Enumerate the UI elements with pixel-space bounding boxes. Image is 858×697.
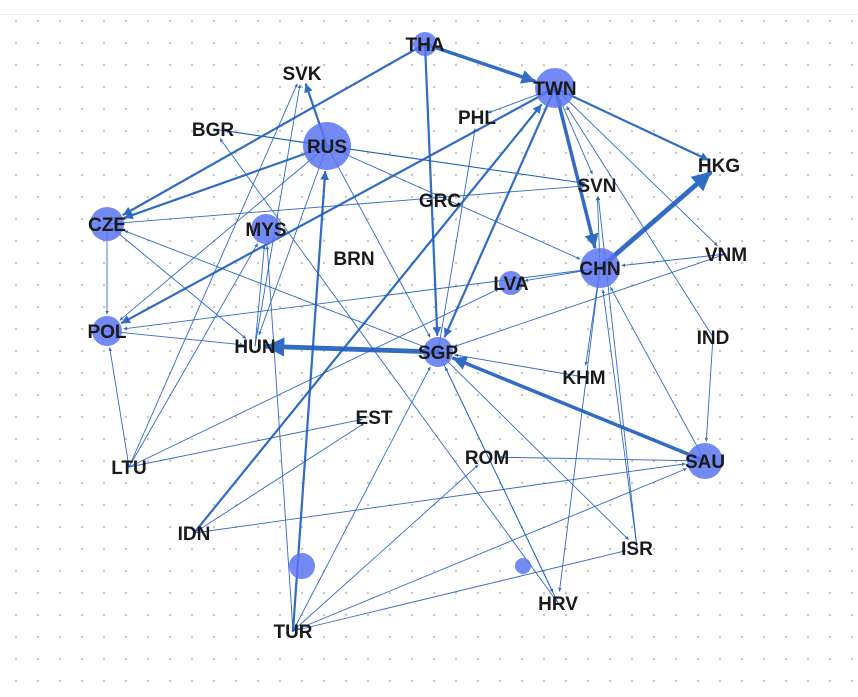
edge-twn-sgp — [443, 86, 557, 338]
edge-idn-est — [193, 423, 365, 534]
node-sgp-label: SGP — [418, 343, 458, 364]
edge-vnm-chn — [621, 253, 727, 268]
edge-rus-sgp — [326, 145, 431, 338]
node-hun-label: HUN — [234, 337, 275, 358]
edge-idn-sau — [193, 462, 686, 534]
node-cze-label: CZE — [88, 215, 126, 236]
node-pol-circle[interactable] — [92, 316, 122, 346]
edge-vnm-sgp — [453, 253, 727, 348]
node-isr-label: ISR — [621, 539, 653, 560]
node-vnm-label: VNM — [705, 245, 747, 266]
edge-sgp-isr — [437, 351, 629, 541]
edge-chn-hkg — [597, 170, 713, 271]
node-chn-circle[interactable] — [580, 248, 620, 288]
node-sgp-circle[interactable] — [423, 337, 453, 367]
node-sau-label: SAU — [685, 452, 725, 473]
edge-khm-sgp — [454, 353, 585, 378]
edge-tur-rom — [292, 464, 479, 632]
edge-sgp-cze — [124, 230, 439, 353]
edge-twn-hkg — [553, 86, 710, 162]
edge-ltu-lva — [128, 288, 499, 468]
edge-hun-mys — [254, 245, 266, 347]
edge-tur-isr — [292, 549, 626, 632]
node-tha-label: THA — [405, 35, 444, 56]
node-khm-label: KHM — [562, 368, 605, 389]
edge-tha-sgp — [423, 42, 442, 337]
edge-hrv-sgp — [444, 366, 559, 604]
node-est-label: EST — [356, 408, 393, 429]
edge-isr-chn — [601, 289, 638, 549]
nodes-layer — [90, 32, 723, 579]
edge-sau-sgp — [451, 356, 707, 463]
node-svk-label: SVK — [282, 64, 321, 85]
node-brn-label: BRN — [333, 249, 374, 270]
node-svn-label: SVN — [577, 176, 616, 197]
edge-idn-twn — [192, 103, 543, 535]
node-idn-label: IDN — [178, 524, 211, 545]
node-unl1-circle[interactable] — [289, 553, 315, 579]
node-bgr-label: BGR — [192, 120, 235, 141]
edge-cze-hun — [106, 223, 247, 339]
edge-hrv-bgr — [219, 138, 559, 604]
node-twn-label: TWN — [533, 79, 576, 100]
edge-chn-hrv — [558, 267, 601, 592]
node-mys-circle[interactable] — [251, 214, 281, 244]
node-lva-label: LVA — [493, 274, 528, 295]
edge-twn-vnm — [554, 87, 718, 247]
edge-sau-rom — [498, 455, 706, 462]
node-ltu-label: LTU — [111, 458, 147, 479]
edge-rus-chn — [326, 145, 581, 260]
edge-rus-cze — [123, 144, 329, 220]
edge-tur-sau — [292, 468, 687, 632]
edge-rus-hun — [258, 145, 328, 336]
edge-tur-sgp — [292, 366, 431, 632]
node-twn-circle[interactable] — [535, 68, 575, 108]
node-sau-circle[interactable] — [687, 443, 723, 479]
labels-layer: THA SVK TWN BGR RUS PHL HKG SVN GRC CZE MYS BRN CHN V… — [87, 35, 747, 643]
edge-ltu-pol — [108, 347, 130, 468]
edge-ltu-mys — [128, 243, 258, 468]
edge-twn-chn — [553, 86, 599, 249]
node-lva-circle[interactable] — [499, 271, 523, 295]
node-phl-label: PHL — [458, 108, 496, 129]
node-tur-label: TUR — [273, 622, 312, 643]
node-tha-circle[interactable] — [413, 32, 437, 56]
edge-rus-pol — [119, 145, 328, 321]
node-hrv-label: HRV — [538, 594, 578, 615]
edge-ind-sau — [704, 336, 714, 442]
node-pol-label: POL — [87, 322, 126, 343]
node-chn-label: CHN — [579, 259, 620, 280]
edge-cze-svn — [106, 184, 586, 225]
top-divider — [0, 14, 858, 15]
node-hkg-label: HKG — [698, 156, 740, 177]
edge-ind-twn — [566, 106, 714, 338]
edge-sau-chn — [610, 286, 706, 462]
edge-tha-twn — [423, 42, 536, 84]
node-cze-circle[interactable] — [90, 207, 124, 241]
node-rom-label: ROM — [465, 448, 509, 469]
edge-sgp-hun — [264, 337, 441, 357]
edge-hun-svk — [254, 84, 302, 347]
node-unl2-circle[interactable] — [515, 558, 531, 574]
edge-ltu-svk — [128, 83, 298, 468]
node-rus-label: RUS — [307, 137, 347, 158]
node-grc-label: GRC — [419, 191, 462, 212]
node-ind-label: IND — [697, 328, 730, 349]
edges-layer — [105, 42, 727, 633]
edge-tha-cze — [122, 42, 427, 216]
node-mys-label: MYS — [245, 220, 286, 241]
edge-pol-hun — [106, 330, 244, 347]
node-rus-circle[interactable] — [303, 122, 351, 170]
edge-ltu-est — [128, 418, 363, 468]
edge-bgr-svn — [212, 128, 586, 185]
